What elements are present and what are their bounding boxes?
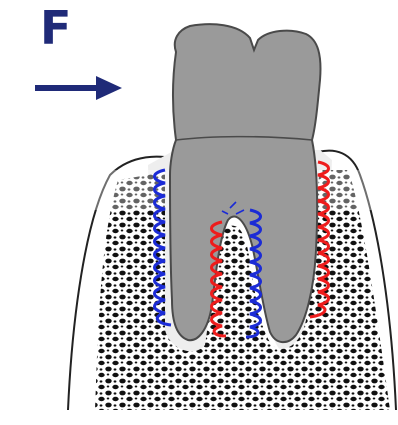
force-arrow: [35, 76, 122, 100]
